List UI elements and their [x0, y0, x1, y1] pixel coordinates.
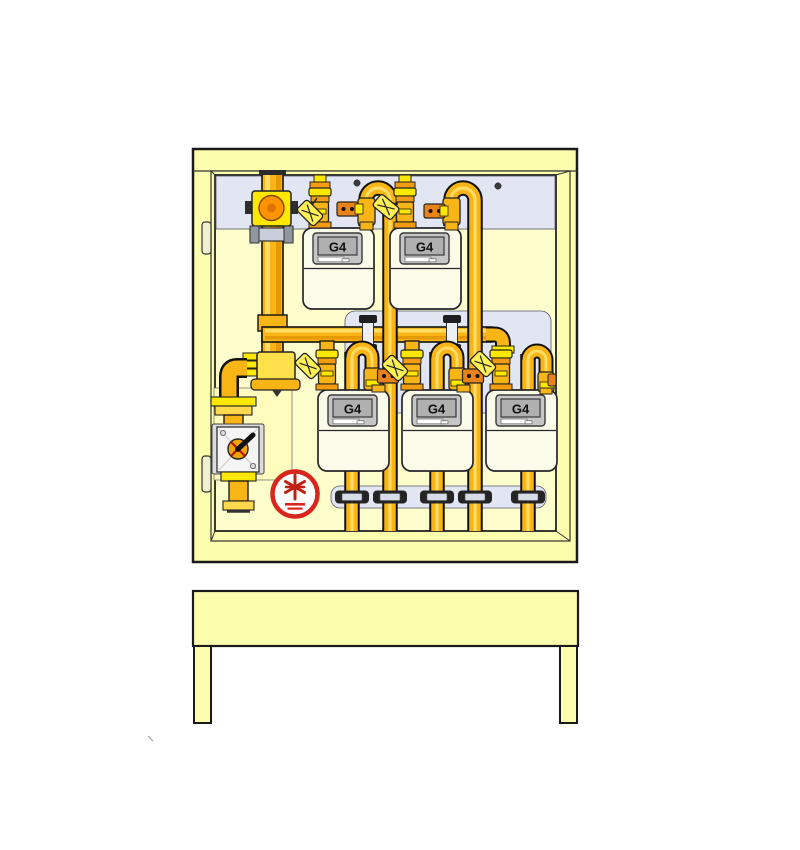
outlet-goosenecks-top — [358, 180, 483, 531]
main-inlet-valve — [245, 190, 298, 244]
wall-shutoff-valve — [211, 423, 265, 475]
meter-1-label: G4 — [329, 240, 347, 255]
meter-5-label: G4 — [512, 402, 530, 417]
prohibition-sign-icon — [270, 469, 320, 519]
valve-lever — [235, 432, 256, 452]
sign-caption-line-2 — [287, 507, 303, 510]
pedestal — [191, 589, 580, 724]
pedestal-leg-left — [193, 645, 212, 724]
pressure-regulator — [242, 351, 301, 397]
hinge-bottom — [201, 455, 212, 493]
hinge-top — [201, 221, 212, 255]
wall-screw-2 — [494, 182, 502, 190]
meter-2-label: G4 — [416, 240, 434, 255]
meter-2: G4 — [389, 227, 462, 310]
test-point-fittings — [293, 192, 498, 383]
meter-5: G4 — [485, 389, 558, 472]
pedestal-beam — [191, 589, 580, 648]
reference-tick — [147, 735, 154, 742]
meter-4-label: G4 — [428, 402, 446, 417]
meter-inlet-valves-bottom — [311, 345, 515, 391]
service-assembly — [210, 190, 301, 513]
meter-3-label: G4 — [344, 402, 362, 417]
outlet-goosenecks-bottom — [344, 340, 557, 395]
meter-1: G4 — [302, 227, 375, 310]
outlet-fittings-top — [336, 197, 461, 231]
sign-caption-line-1 — [285, 503, 305, 506]
meter-3: G4 — [317, 389, 390, 472]
meter-4: G4 — [401, 389, 474, 472]
pipe-clamps — [334, 490, 546, 504]
pedestal-leg-right — [559, 645, 578, 724]
wall-screw-1 — [353, 179, 361, 187]
meter-inlet-valves-top — [304, 174, 417, 229]
